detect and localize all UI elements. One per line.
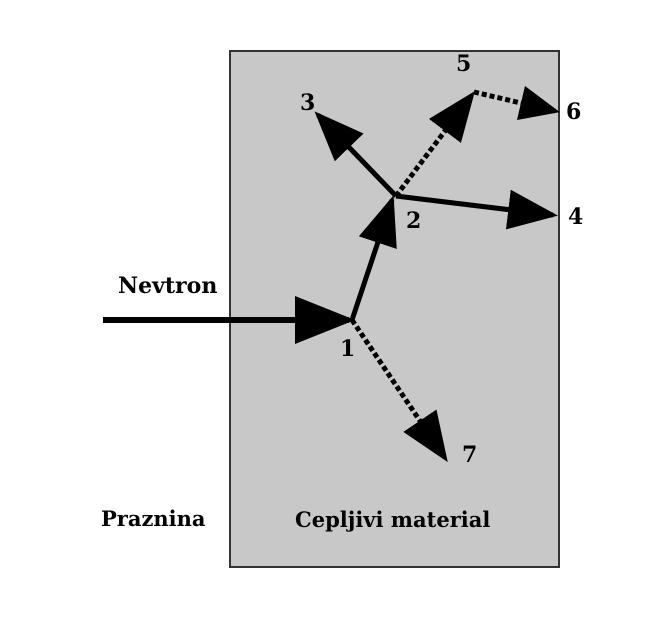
arrow-2-to-5 <box>394 91 476 198</box>
point-label-1: 1 <box>340 336 355 362</box>
neutron-label: Nevtron <box>118 273 217 299</box>
fissile-material-region <box>229 50 560 568</box>
point-label-3: 3 <box>300 90 315 116</box>
point-label-5: 5 <box>456 51 471 77</box>
arrow-5-to-6 <box>473 85 560 121</box>
arrow-1-to-2 <box>349 195 397 321</box>
point-label-2: 2 <box>406 208 421 234</box>
point-label-6: 6 <box>566 99 581 125</box>
arrow-2-to-4 <box>395 189 558 230</box>
vacuum-label: Praznina <box>101 506 206 531</box>
point-label-4: 4 <box>568 204 583 230</box>
arrow-2-to-3 <box>314 111 398 198</box>
point-label-7: 7 <box>462 442 477 468</box>
arrow-1-to-7 <box>349 318 448 463</box>
material-label: Cepljivi material <box>295 507 490 532</box>
